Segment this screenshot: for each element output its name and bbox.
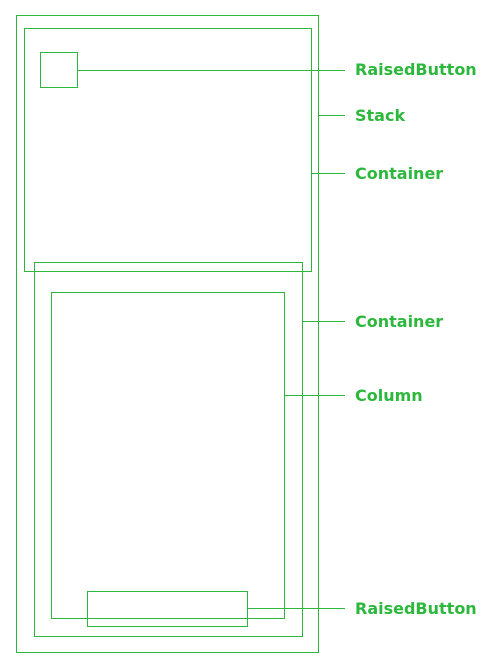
stack-box: [16, 15, 319, 653]
column-box: [51, 292, 285, 619]
raised-button-top-box: [40, 52, 78, 88]
label-container-bottom: Container: [355, 312, 444, 331]
container-top-box: [24, 28, 312, 272]
label-column: Column: [355, 386, 423, 405]
container-bottom-box: [34, 262, 303, 637]
label-raised-button-top: RaisedButton: [355, 60, 477, 79]
label-stack: Stack: [355, 106, 406, 125]
label-raised-button-bottom: RaisedButton: [355, 599, 477, 618]
label-container-top: Container: [355, 164, 444, 183]
raised-button-bottom-box: [87, 591, 248, 627]
